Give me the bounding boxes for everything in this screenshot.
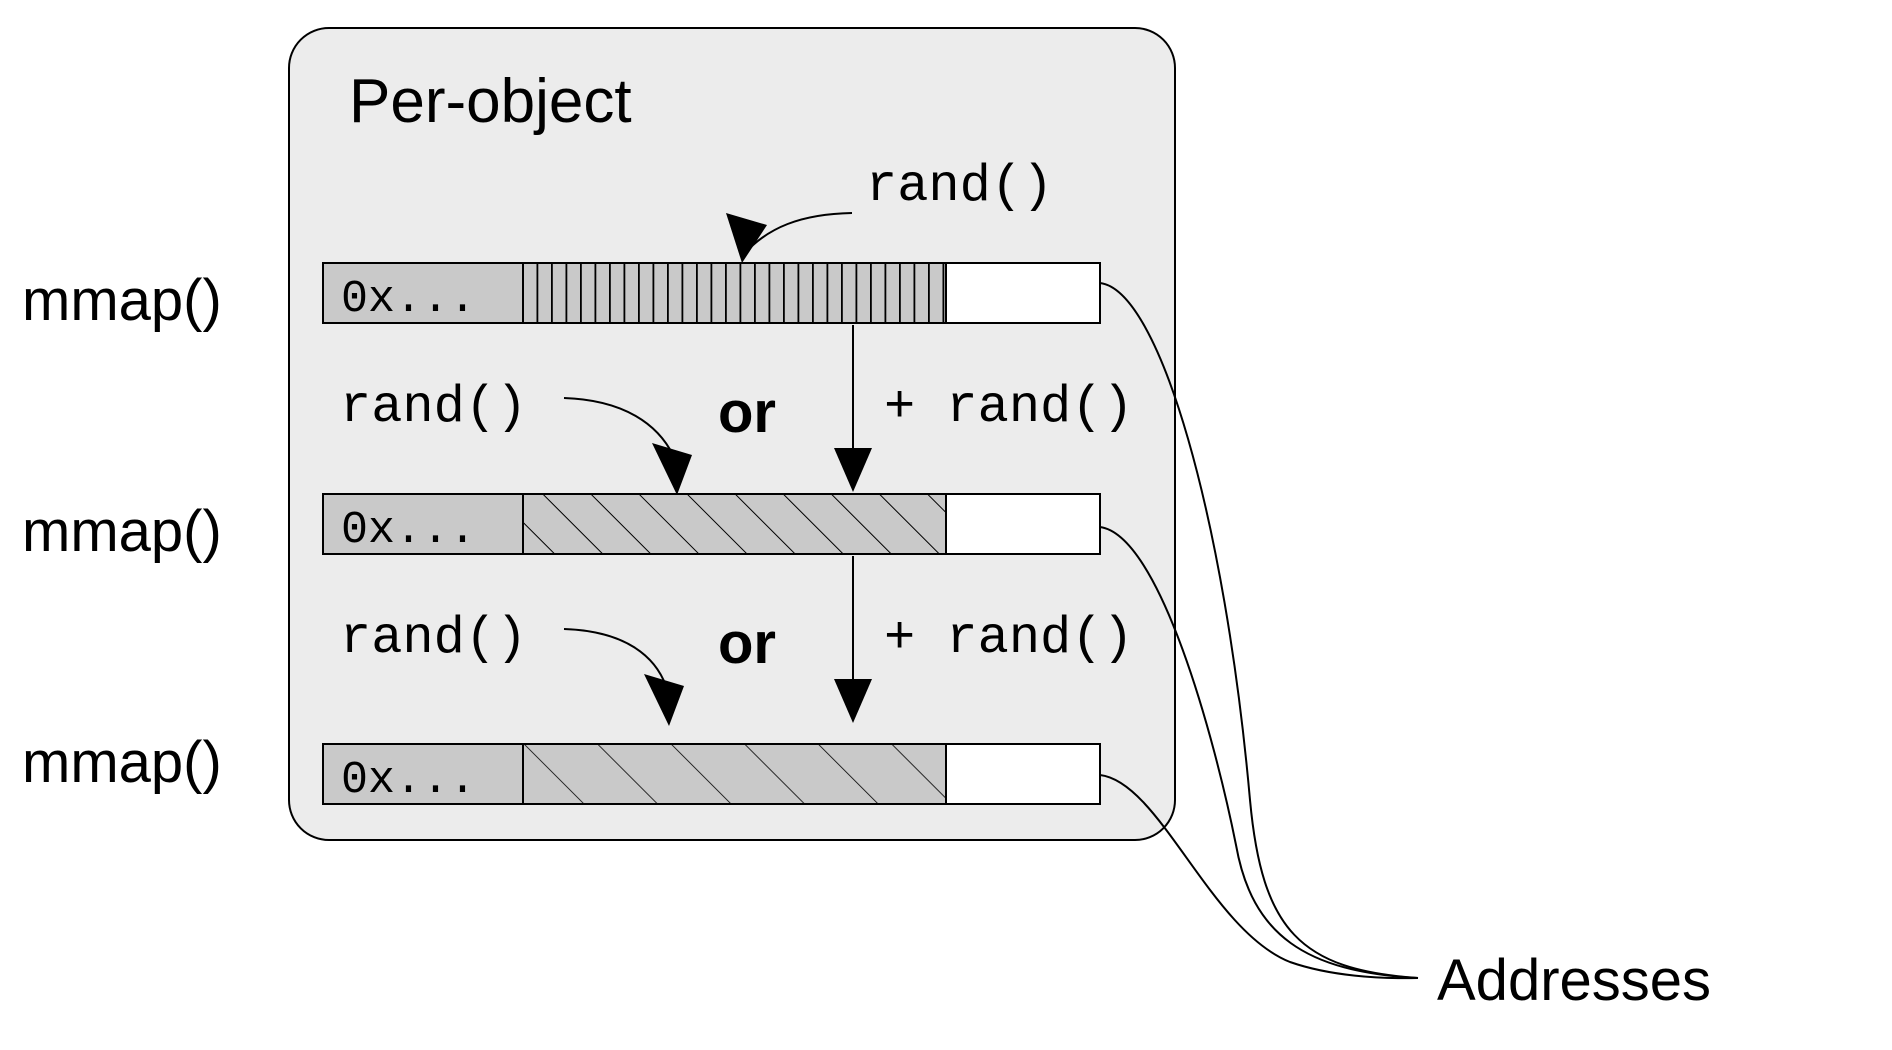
- base-address-text-3: 0x...: [341, 755, 476, 806]
- carry-arrow-head-2: [834, 679, 872, 723]
- base-address-cell-3: [322, 743, 524, 805]
- row-label-mmap-2: mmap(): [22, 499, 222, 564]
- rand-curve-row3: [563, 628, 667, 687]
- rand-label-row3: rand(): [340, 609, 527, 668]
- per-object-panel: [288, 27, 1176, 841]
- offset-region-2: [522, 493, 947, 555]
- base-address-text-1: 0x...: [341, 274, 476, 325]
- rand-curve-row2: [563, 397, 674, 456]
- row-label-mmap-1: mmap(): [22, 268, 222, 333]
- empty-region-2: [945, 493, 1101, 555]
- base-address-text-2: 0x...: [341, 505, 476, 556]
- addresses-label: Addresses: [1437, 948, 1711, 1013]
- address-connector-curve-3: [1099, 774, 1419, 980]
- base-address-cell-1: [322, 262, 524, 324]
- rand-annotation-label-1: rand(): [866, 157, 1053, 216]
- or-label-1: or: [718, 380, 776, 445]
- carry-arrow-label-2: + rand(): [884, 609, 1134, 668]
- panel-title: Per-object: [349, 67, 632, 136]
- base-address-cell-2: [322, 493, 524, 555]
- carry-arrow-label-1: + rand(): [884, 378, 1134, 437]
- or-label-2: or: [718, 611, 776, 676]
- empty-region-3: [945, 743, 1101, 805]
- rand-arrowhead-row2: [652, 443, 692, 495]
- rand-annotation-arrowhead-1: [726, 213, 767, 263]
- address-connector-curve-2: [1099, 526, 1419, 979]
- rand-label-row2: rand(): [340, 378, 527, 437]
- empty-region-1: [945, 262, 1101, 324]
- carry-arrow-head-1: [834, 448, 872, 492]
- row-label-mmap-3: mmap(): [22, 730, 222, 795]
- rand-arrowhead-row3: [644, 674, 684, 726]
- address-connector-curve-1: [1099, 282, 1419, 979]
- offset-region-1: [522, 262, 947, 324]
- offset-region-3: [522, 743, 947, 805]
